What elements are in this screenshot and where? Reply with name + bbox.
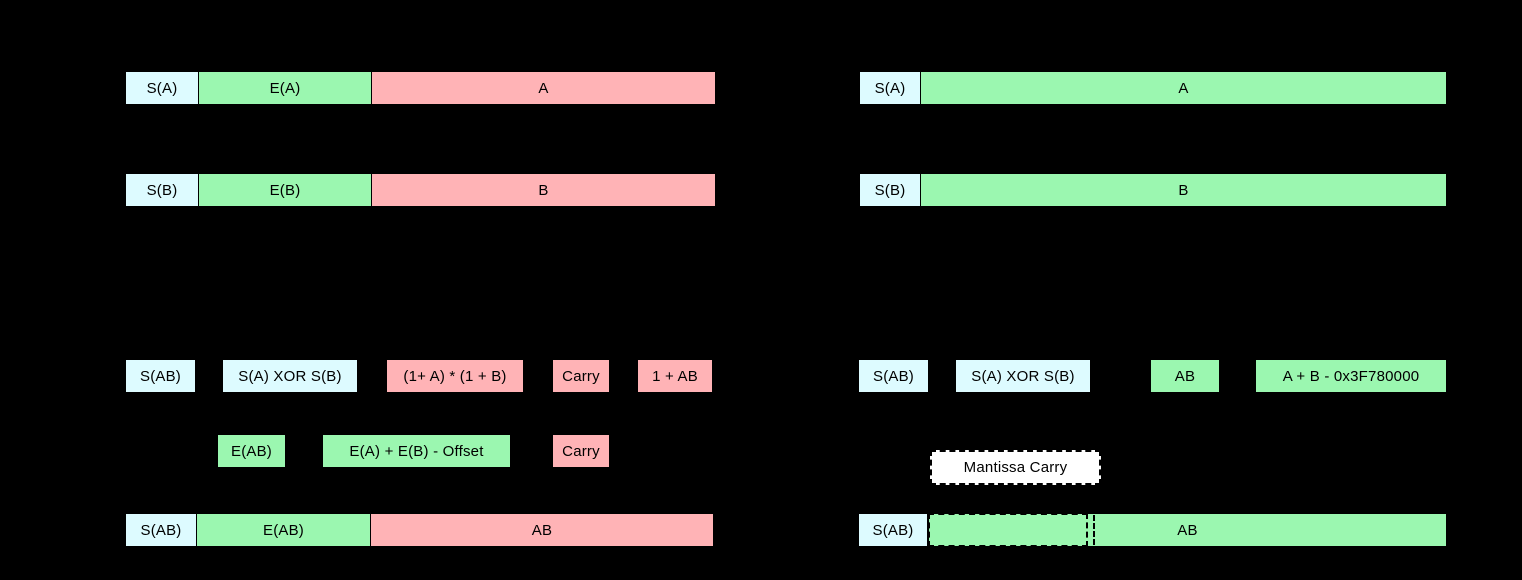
- left-exponent-carry-box: Carry: [552, 434, 610, 468]
- left-operand-a-sign: S(A): [125, 71, 199, 105]
- left-result-mantissa: AB: [370, 513, 714, 547]
- left-sign-expression-box: S(A) XOR S(B): [222, 359, 358, 393]
- right-operand-b-payload: B: [920, 173, 1447, 207]
- right-result-mantissa-divider: [1093, 515, 1095, 545]
- right-mantissa-carry-note: Mantissa Carry: [930, 450, 1101, 485]
- right-operand-a-payload: A: [920, 71, 1447, 105]
- right-operand-b-sign: S(B): [859, 173, 921, 207]
- right-result-payload: AB: [928, 513, 1447, 547]
- left-operand-a-mantissa: A: [371, 71, 716, 105]
- left-mantissa-product-box: (1+ A) * (1 + B): [386, 359, 524, 393]
- left-mantissa-normalized-box: 1 + AB: [637, 359, 713, 393]
- left-exponent-expression-box: E(A) + E(B) - Offset: [322, 434, 511, 468]
- right-sign-expression-box: S(A) XOR S(B): [955, 359, 1091, 393]
- left-operand-b-exponent: E(B): [198, 173, 372, 207]
- left-result-exponent-box: E(AB): [217, 434, 286, 468]
- right-result-sign-box: S(AB): [858, 359, 929, 393]
- left-result-sign: S(AB): [125, 513, 197, 547]
- left-operand-b-sign: S(B): [125, 173, 199, 207]
- left-operand-a-exponent: E(A): [198, 71, 372, 105]
- right-product-box: AB: [1150, 359, 1220, 393]
- right-result-sign: S(AB): [858, 513, 928, 547]
- left-result-sign-box: S(AB): [125, 359, 196, 393]
- left-result-exponent: E(AB): [196, 513, 371, 547]
- right-operand-a-sign: S(A): [859, 71, 921, 105]
- left-mantissa-carry-box: Carry: [552, 359, 610, 393]
- left-operand-b-mantissa: B: [371, 173, 716, 207]
- right-result-exponent-region-outline: [928, 513, 1088, 547]
- right-product-expression-box: A + B - 0x3F780000: [1255, 359, 1447, 393]
